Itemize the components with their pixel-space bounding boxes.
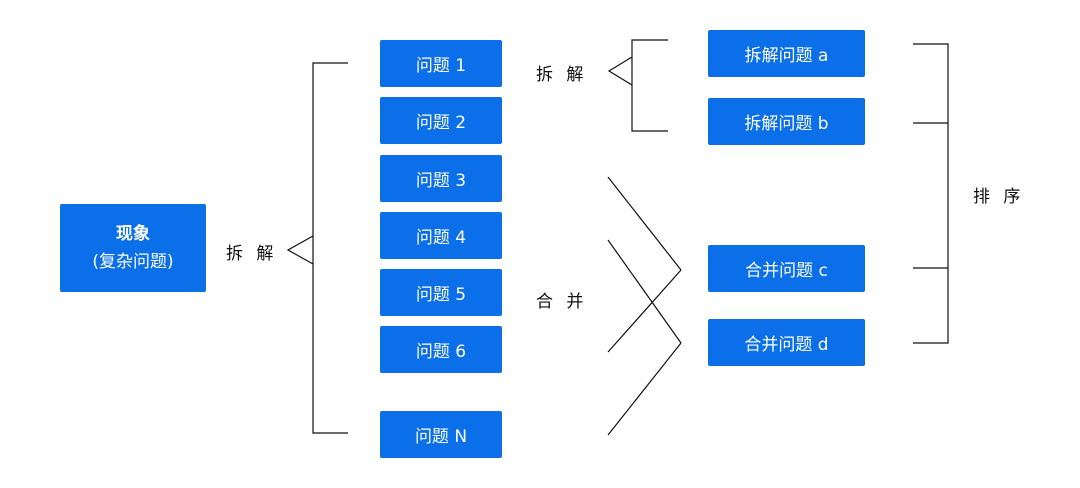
split-bracket-pointer <box>286 235 314 265</box>
problem-node-n: 问题 N <box>380 411 502 458</box>
split-label: 拆 解 <box>226 244 278 264</box>
sub-split-label: 拆 解 <box>536 65 588 85</box>
merge-line-1 <box>607 176 682 271</box>
phenomenon-node: 现象 (复杂问题) <box>60 204 206 292</box>
sub-split-bracket <box>631 39 668 132</box>
problem-node-2: 问题 2 <box>380 97 502 144</box>
result-node-c: 合并问题 c <box>708 245 865 292</box>
sort-label: 排 序 <box>973 187 1025 207</box>
phenomenon-subtitle: (复杂问题) <box>92 252 174 272</box>
problem-node-6: 问题 6 <box>380 326 502 373</box>
sort-bracket <box>913 43 949 344</box>
sub-split-bracket-pointer <box>607 56 633 86</box>
problem-node-4: 问题 4 <box>380 212 502 259</box>
result-node-a: 拆解问题 a <box>708 30 865 77</box>
result-node-b: 拆解问题 b <box>708 98 865 145</box>
merge-line-3 <box>607 269 682 353</box>
split-bracket <box>312 62 348 434</box>
merge-line-4 <box>607 342 682 436</box>
phenomenon-title: 现象 <box>116 224 150 244</box>
problem-node-3: 问题 3 <box>380 155 502 202</box>
problem-node-5: 问题 5 <box>380 269 502 316</box>
merge-line-2 <box>607 239 682 344</box>
result-node-d: 合并问题 d <box>708 319 865 366</box>
problem-node-1: 问题 1 <box>380 40 502 87</box>
merge-label: 合 并 <box>536 292 588 312</box>
